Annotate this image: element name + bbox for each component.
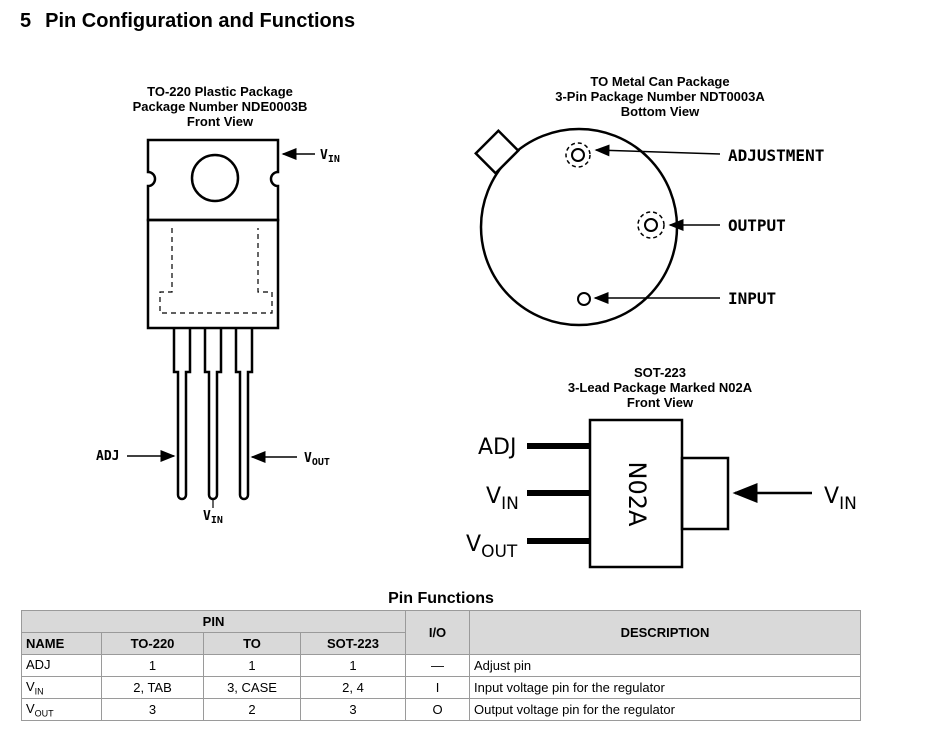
tocan-caption-line: TO Metal Can Package: [590, 74, 730, 89]
to220-vin-bottom-label: VIN: [203, 509, 223, 526]
pin-sot223: 2, 4: [300, 676, 406, 699]
io-header: I/O: [405, 610, 470, 655]
to-header: TO: [203, 632, 301, 655]
tocan-output-label: OUTPUT: [728, 216, 786, 235]
description-header: DESCRIPTION: [469, 610, 861, 655]
pin-to: 1: [203, 654, 301, 677]
tocan-diagram: [474, 127, 721, 327]
tocan-adj-pin: [571, 148, 585, 162]
package-diagrams: VIN ADJ VOUT VIN ADJUSTMENT OUTPUT INPUT…: [96, 127, 857, 569]
pin-sot223: 1: [300, 654, 406, 677]
section-title-text: Pin Configuration and Functions: [45, 10, 356, 32]
pin-description: Adjust pin: [469, 654, 861, 677]
sot223-caption: SOT-223 3-Lead Package Marked N02A Front…: [540, 365, 780, 410]
to220-lead: [172, 328, 192, 501]
table-row: ADJ 1 1 1 — Adjust pin: [21, 654, 861, 677]
tocan-adj-pin-ring: [565, 142, 591, 168]
tocan-caption: TO Metal Can Package 3-Pin Package Numbe…: [540, 74, 780, 119]
to220-caption-line: Front View: [186, 114, 254, 129]
sot223-header: SOT-223: [300, 632, 406, 655]
pin-to220: 1: [101, 654, 204, 677]
pin-functions-title: Pin Functions: [388, 590, 494, 607]
sot223-tab: [680, 456, 730, 531]
sot223-diagram: [527, 418, 812, 569]
to220-lead: [234, 328, 254, 501]
pin-description: Output voltage pin for the regulator: [469, 698, 861, 721]
sot223-marking: N02A: [623, 462, 651, 527]
tocan-input-label: INPUT: [728, 289, 776, 308]
tocan-key-tab: [474, 129, 520, 175]
to220-caption: TO-220 Plastic Package Package Number ND…: [120, 84, 320, 129]
pin-to220: 2, TAB: [101, 676, 204, 699]
to220-body: [146, 218, 280, 330]
pin-name: ADJ: [21, 654, 102, 677]
to220-mounting-hole: [190, 153, 240, 203]
to220-adj-label: ADJ: [96, 449, 119, 464]
pin-io: O: [405, 698, 470, 721]
to220-header: TO-220: [101, 632, 204, 655]
to220-caption-line: Package Number NDE0003B: [132, 99, 308, 114]
tocan-input-pin: [577, 292, 591, 306]
pin-name: VOUT: [21, 698, 102, 721]
table-row: VIN 2, TAB 3, CASE 2, 4 I Input voltage …: [21, 676, 861, 699]
to220-lead: [203, 328, 223, 501]
table-row: VOUT 3 2 3 O Output voltage pin for the …: [21, 698, 861, 721]
tocan-output-pin-ring: [637, 211, 665, 239]
name-header: NAME: [21, 632, 102, 655]
pin-to: 3, CASE: [203, 676, 301, 699]
tocan-output-pin: [644, 218, 658, 232]
tocan-caption-line: 3-Pin Package Number NDT0003A: [555, 89, 765, 104]
pin-to220: 3: [101, 698, 204, 721]
pin-description: Input voltage pin for the regulator: [469, 676, 861, 699]
to220-body-outline: [159, 228, 273, 314]
section-title: 5 Pin Configuration and Functions: [20, 10, 355, 33]
sot223-caption-line: Front View: [626, 395, 694, 410]
pin-to: 2: [203, 698, 301, 721]
to220-vin-label: VIN: [320, 148, 340, 165]
tocan-caption-line: Bottom View: [620, 104, 700, 119]
pin-header: PIN: [21, 610, 406, 633]
tocan-adjustment-label: ADJUSTMENT: [728, 146, 824, 165]
pin-functions-table: PIN I/O DESCRIPTION NAME TO-220 TO SOT-2…: [21, 610, 861, 721]
pin-name: VIN: [21, 676, 102, 699]
pin-sot223: 3: [300, 698, 406, 721]
section-number: 5: [20, 10, 32, 32]
to220-tab: [146, 138, 280, 222]
sot223-adj-label: ADJ: [478, 435, 516, 460]
pin-io: —: [405, 654, 470, 677]
sot223-caption-line: 3-Lead Package Marked N02A: [567, 380, 753, 395]
tocan-adj-arrow: [594, 144, 721, 157]
sot223-vout-label: VOUT: [466, 532, 518, 562]
sot223-vin-label: VIN: [486, 484, 519, 514]
sot223-vin-tab-label: VIN: [824, 484, 857, 514]
to220-caption-line: TO-220 Plastic Package: [147, 84, 293, 99]
sot223-caption-line: SOT-223: [633, 365, 687, 380]
to220-vout-label: VOUT: [304, 451, 330, 468]
to220-diagram: [127, 138, 315, 508]
pin-io: I: [405, 676, 470, 699]
